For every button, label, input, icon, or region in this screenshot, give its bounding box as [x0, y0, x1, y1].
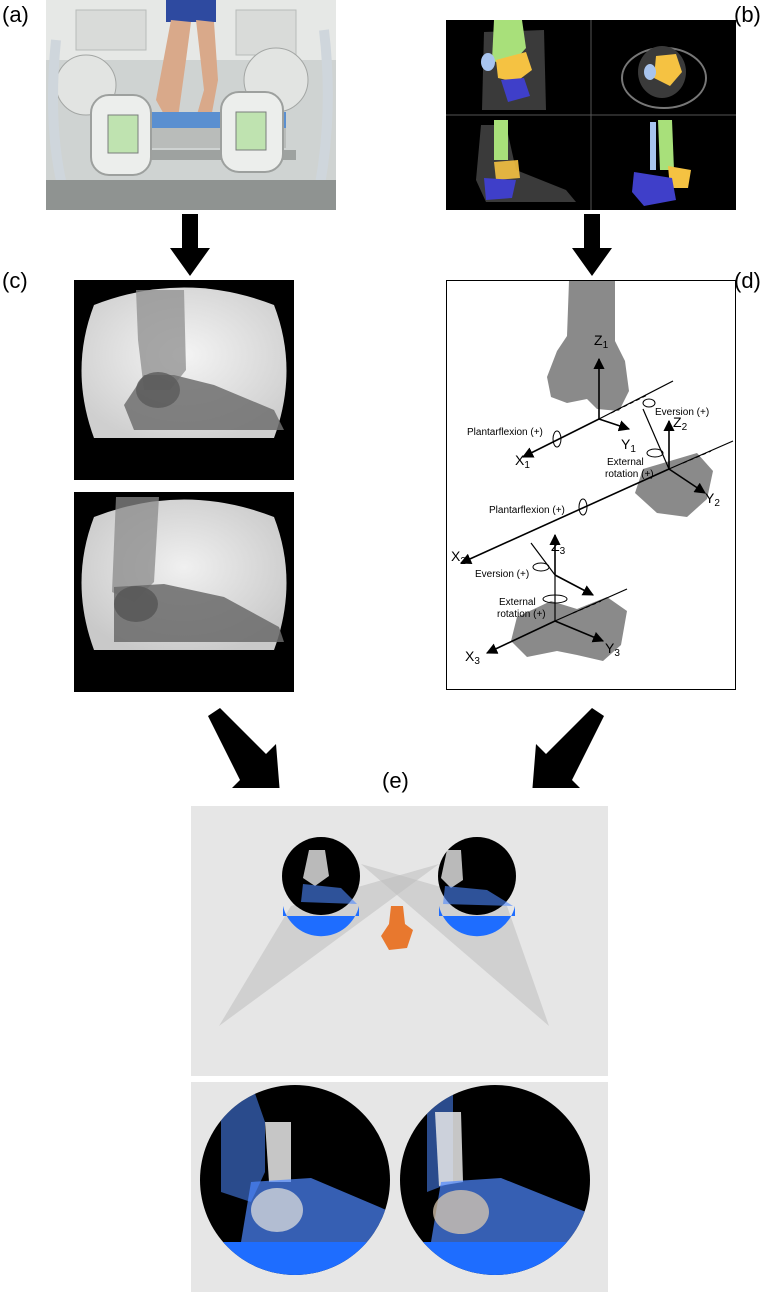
axis-z1-label: Z1 [594, 332, 609, 351]
axis-z3-label: Z3 [551, 538, 566, 557]
plantarflexion-label-1: Plantarflexion (+) [467, 427, 543, 438]
panel-label-b: (b) [734, 2, 761, 27]
arrow-c-to-e [208, 708, 280, 788]
fluoroscopic-image-1 [74, 280, 294, 480]
axis-y2-label: Y2 [705, 490, 720, 509]
talus-bone [635, 453, 713, 517]
axis-x1-label: X1 [515, 452, 530, 471]
coordinate-system-diagram: Z1 X1 Y1 Z2 Y2 X2 Z3 X3 Y3 Plantarflexio… [446, 280, 736, 690]
external-rotation-label-2b: rotation (+) [497, 609, 546, 620]
axis-z2-label: Z2 [673, 414, 688, 433]
calcaneus-bone [511, 597, 627, 661]
panel-label-d: (d) [734, 268, 761, 293]
axis-y1-label: Y1 [621, 436, 636, 455]
external-rotation-label-1a: External [607, 457, 644, 468]
fluoroscopy-system-photo [46, 0, 336, 210]
panel-label-c: (c) [2, 268, 28, 293]
overlay-panel [191, 1082, 608, 1292]
arrow-b-to-d [572, 214, 612, 276]
axis-y3-label: Y3 [605, 640, 620, 659]
panel-label-e: (e) [382, 768, 409, 793]
axis-x3-label: X3 [465, 648, 480, 667]
eversion-label-2: Eversion (+) [475, 569, 529, 580]
tibia-bone [547, 281, 629, 411]
fluoroscopic-image-2 [74, 492, 294, 692]
registration-scene [191, 806, 608, 1076]
plantarflexion-label-2: Plantarflexion (+) [489, 505, 565, 516]
arrow-d-to-e [532, 708, 604, 788]
axis-x2-label: X2 [451, 548, 466, 567]
external-rotation-label-1b: rotation (+) [605, 469, 654, 480]
eversion-label-1: Eversion (+) [655, 407, 709, 418]
panel-label-a: (a) [2, 2, 29, 27]
external-rotation-label-2a: External [499, 597, 536, 608]
ct-segmentation-panel [446, 20, 736, 210]
arrow-a-to-c [170, 214, 210, 276]
talus-model [381, 906, 413, 950]
